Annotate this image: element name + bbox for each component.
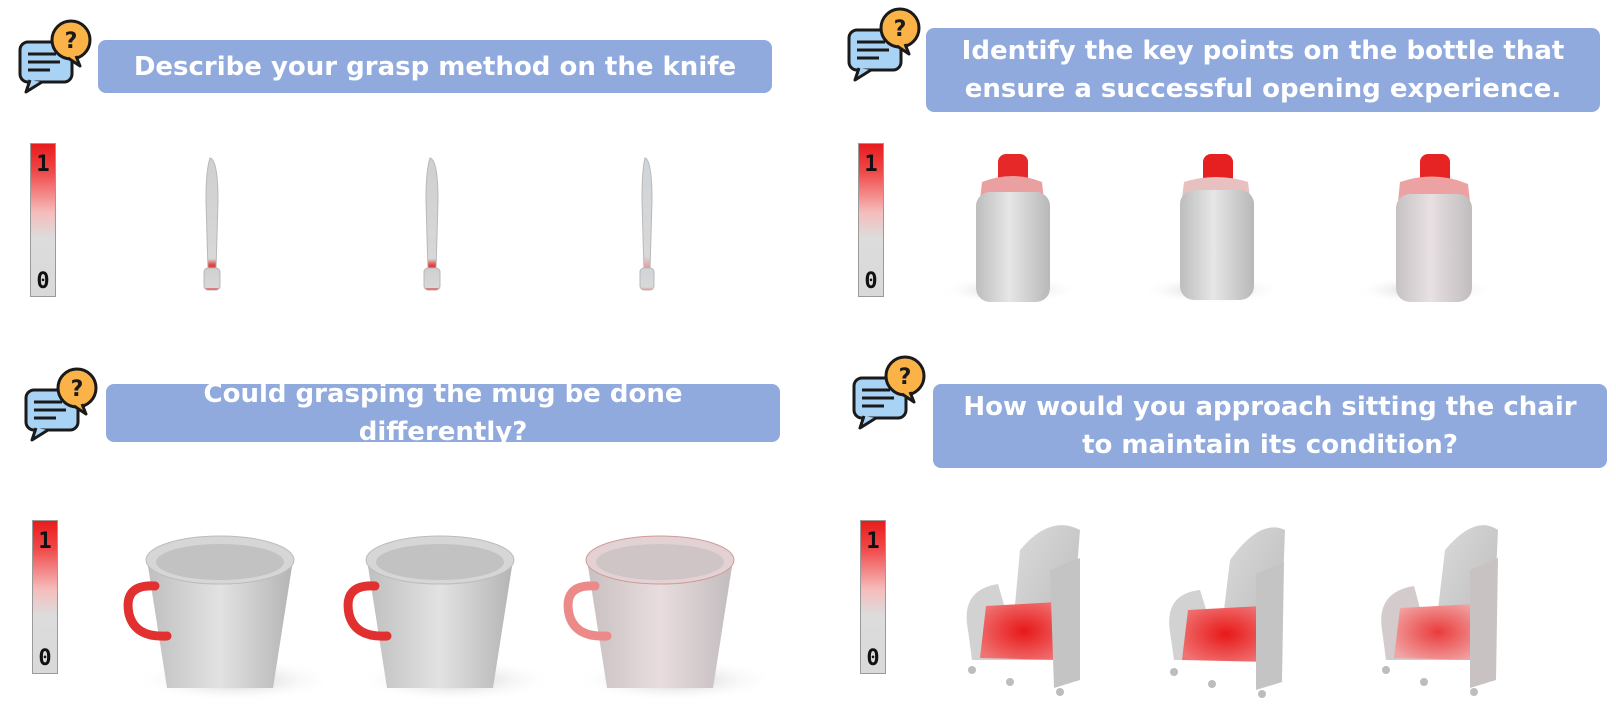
chat-question-icon: ? [852, 355, 926, 430]
knife-render [203, 157, 655, 291]
colorbar-max-label: 1 [36, 152, 50, 177]
score-colorbar: 1 0 [858, 143, 884, 297]
question-mug: Could grasping the mug be done different… [106, 379, 780, 447]
chair-render [966, 525, 1498, 698]
chair-view-2 [1169, 527, 1285, 698]
mug-view-1 [123, 535, 335, 702]
bottle-render [940, 154, 1495, 304]
svg-text:?: ? [899, 365, 912, 390]
mug-view-3 [563, 535, 775, 702]
knife-view-3 [639, 157, 655, 291]
colorbar-max-label: 1 [866, 529, 880, 554]
knife-view-2 [423, 157, 441, 291]
question-chair: How would you approach sitting the chair… [933, 384, 1607, 468]
chat-question-icon: ? [24, 367, 98, 442]
colorbar-min-label: 0 [38, 646, 52, 671]
chat-question-icon: ? [18, 19, 92, 94]
colorbar-min-label: 0 [36, 269, 50, 294]
score-colorbar: 1 0 [32, 520, 58, 674]
bottle-view-1 [940, 154, 1080, 304]
question-bottle: Identify the key points on the bottle th… [926, 28, 1600, 112]
knife-view-1 [203, 157, 221, 291]
question-knife: Describe your grasp method on the knife [98, 40, 772, 93]
svg-text:?: ? [71, 377, 84, 402]
chat-question-icon: ? [847, 7, 921, 82]
chair-view-1 [966, 525, 1080, 696]
colorbar-max-label: 1 [38, 529, 52, 554]
score-colorbar: 1 0 [860, 520, 886, 674]
colorbar-max-label: 1 [864, 152, 878, 177]
bottle-view-2 [1142, 154, 1282, 304]
mug-view-2 [343, 535, 555, 702]
mug-render [123, 535, 775, 702]
svg-text:?: ? [894, 17, 907, 42]
colorbar-min-label: 0 [864, 269, 878, 294]
colorbar-min-label: 0 [866, 646, 880, 671]
bottle-view-3 [1355, 154, 1495, 304]
score-colorbar: 1 0 [30, 143, 56, 297]
chair-view-3 [1381, 525, 1498, 696]
svg-text:?: ? [65, 29, 78, 54]
